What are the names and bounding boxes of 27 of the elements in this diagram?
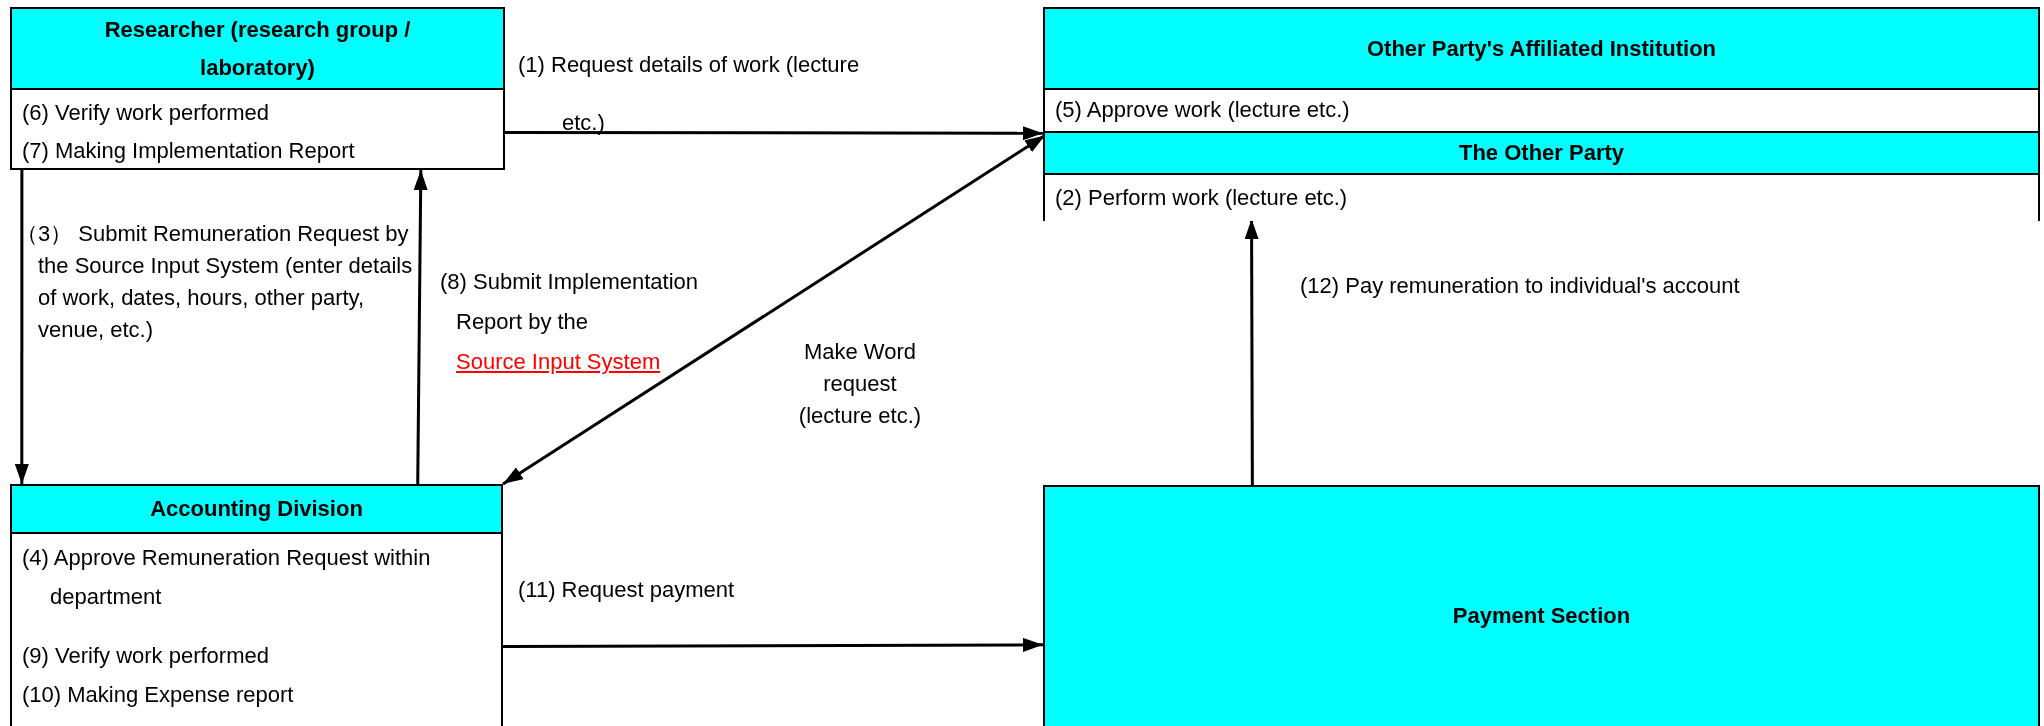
step-text: (9) Verify work performed: [21, 642, 270, 670]
step-text: (6) Verify work performed: [21, 99, 270, 127]
heading-band: Other Party's Affiliated Institution: [1045, 9, 2038, 90]
edge-label: (12) Pay remuneration to individual's account: [1300, 272, 1741, 300]
process-box: [10, 484, 503, 726]
arrow: [413, 170, 428, 484]
step-text: (2) Perform work (lecture etc.): [1054, 184, 1349, 212]
link: Source Input System: [456, 349, 661, 374]
process-box: [1043, 7, 2040, 221]
edge-label: (8) Submit Implementation Report by the Source Input System: [440, 268, 699, 376]
arrow: [14, 170, 29, 484]
step-text: (4) Approve Remuneration Request within department: [21, 544, 432, 611]
heading-band: Payment Section: [1045, 487, 2038, 726]
arrow: [1244, 219, 1259, 485]
edge-label: Make Word request (lecture etc.): [797, 338, 923, 430]
arrow: [505, 126, 1043, 141]
process-box: [10, 7, 505, 170]
edge-label: (11) Request payment: [518, 576, 736, 604]
step-text: (5) Approve work (lecture etc.): [1054, 96, 1351, 124]
edge-label: （3） Submit Remuneration Request by the Source Input System (enter details of work, dates, hours, other party, venue, etc.): [16, 220, 414, 344]
step-text: (7) Making Implementation Report: [21, 137, 356, 165]
heading-band: The Other Party: [1045, 133, 2038, 175]
step-text: (10) Making Expense report: [21, 681, 295, 709]
heading-band: Researcher (research group / laboratory): [12, 9, 503, 90]
heading-band: Accounting Division: [12, 486, 501, 534]
edge-label: (1) Request details of work (lecture etc.): [518, 51, 861, 137]
arrow: [503, 637, 1043, 652]
